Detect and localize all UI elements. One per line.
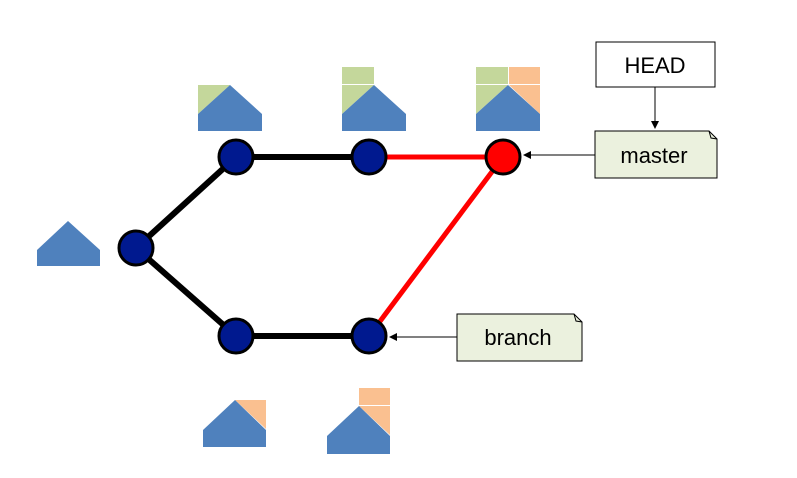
snapshot-merge-icon [476, 67, 540, 131]
master-callout-box [594, 130, 718, 179]
commit-node-b1[interactable] [217, 317, 255, 355]
edge-root-b1 [134, 245, 238, 339]
edge-b2-merge [366, 155, 506, 338]
edge-root-m1 [133, 154, 239, 251]
commit-node-b2[interactable] [350, 317, 388, 355]
snapshot-b1-icon [203, 400, 266, 447]
branch-label: branch [484, 325, 551, 350]
snapshot-b2-icon [327, 388, 390, 454]
commit-edges [133, 154, 506, 339]
commit-node-m1[interactable] [217, 138, 255, 176]
commit-node-merge[interactable] [484, 138, 522, 176]
head-label: HEAD [624, 53, 685, 78]
branch-callout-box [456, 313, 583, 362]
head-box [595, 41, 716, 88]
master-branch-pointer[interactable]: master [594, 130, 718, 179]
snapshot-m1-icon [198, 85, 262, 131]
master-label: master [620, 143, 687, 168]
commit-node-root[interactable] [117, 229, 155, 267]
snapshot-root-icon [37, 221, 100, 266]
head-pointer[interactable]: HEAD [595, 41, 716, 88]
commit-nodes [117, 138, 522, 355]
commit-node-m2[interactable] [350, 138, 388, 176]
snapshot-m2-icon [342, 67, 406, 131]
branch-pointer[interactable]: branch [456, 313, 583, 362]
